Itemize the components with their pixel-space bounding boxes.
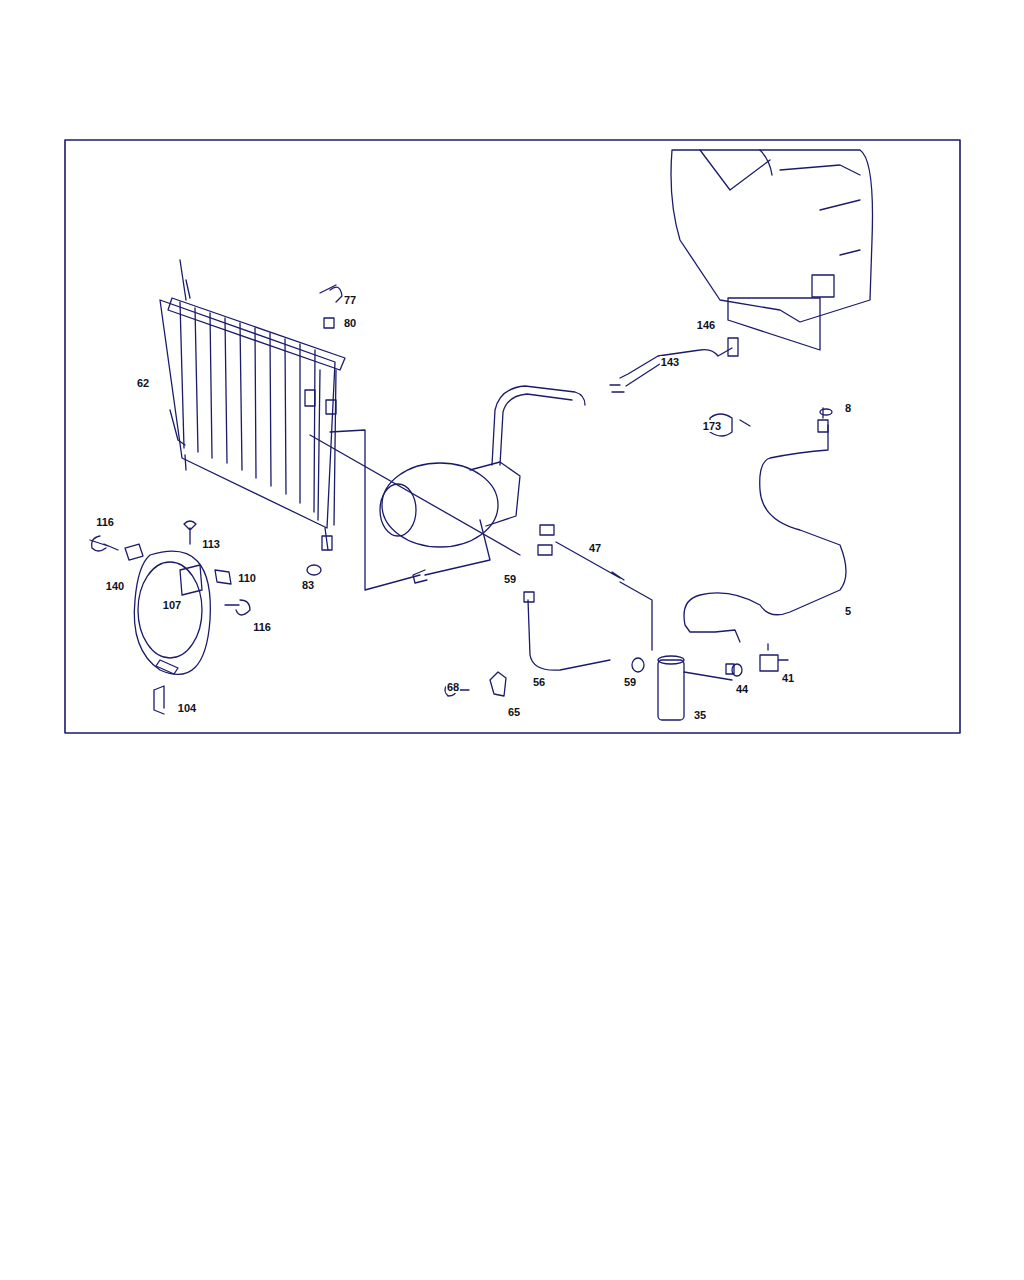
- callout-number: 8: [844, 402, 852, 414]
- callout-number: 116: [95, 516, 115, 528]
- callout-number: 62: [136, 377, 150, 389]
- callout-number: 68: [446, 681, 460, 693]
- callout-number: 116: [252, 621, 272, 633]
- callout-number: 47: [588, 542, 602, 554]
- frame: [65, 140, 960, 733]
- callout-number: 83: [301, 579, 315, 591]
- callout-number: 59: [623, 676, 637, 688]
- callout-number: 173: [702, 420, 722, 432]
- evaporator-housing: [671, 150, 873, 350]
- hose: [307, 285, 788, 720]
- condenser: [160, 260, 345, 550]
- callout-number: 80: [343, 317, 357, 329]
- callout-number: 143: [660, 356, 680, 368]
- callout-number: 59: [503, 573, 517, 585]
- hose: [492, 338, 738, 465]
- callout-number: 107: [162, 599, 182, 611]
- callout-number: 41: [781, 672, 795, 684]
- callout-number: 35: [693, 709, 707, 721]
- callout-number: 77: [343, 294, 357, 306]
- compressor: [380, 462, 520, 583]
- callout-number: 56: [532, 676, 546, 688]
- callout-number: 104: [177, 702, 197, 714]
- callout-number: 5: [844, 605, 852, 617]
- callout-number: 146: [696, 319, 716, 331]
- callout-number: 140: [105, 580, 125, 592]
- callout-number: 113: [201, 538, 221, 550]
- callout-number: 65: [507, 706, 521, 718]
- callout-number: 110: [237, 572, 257, 584]
- callout-number: 44: [735, 683, 749, 695]
- fan-shroud: [90, 521, 506, 714]
- hose: [684, 408, 846, 642]
